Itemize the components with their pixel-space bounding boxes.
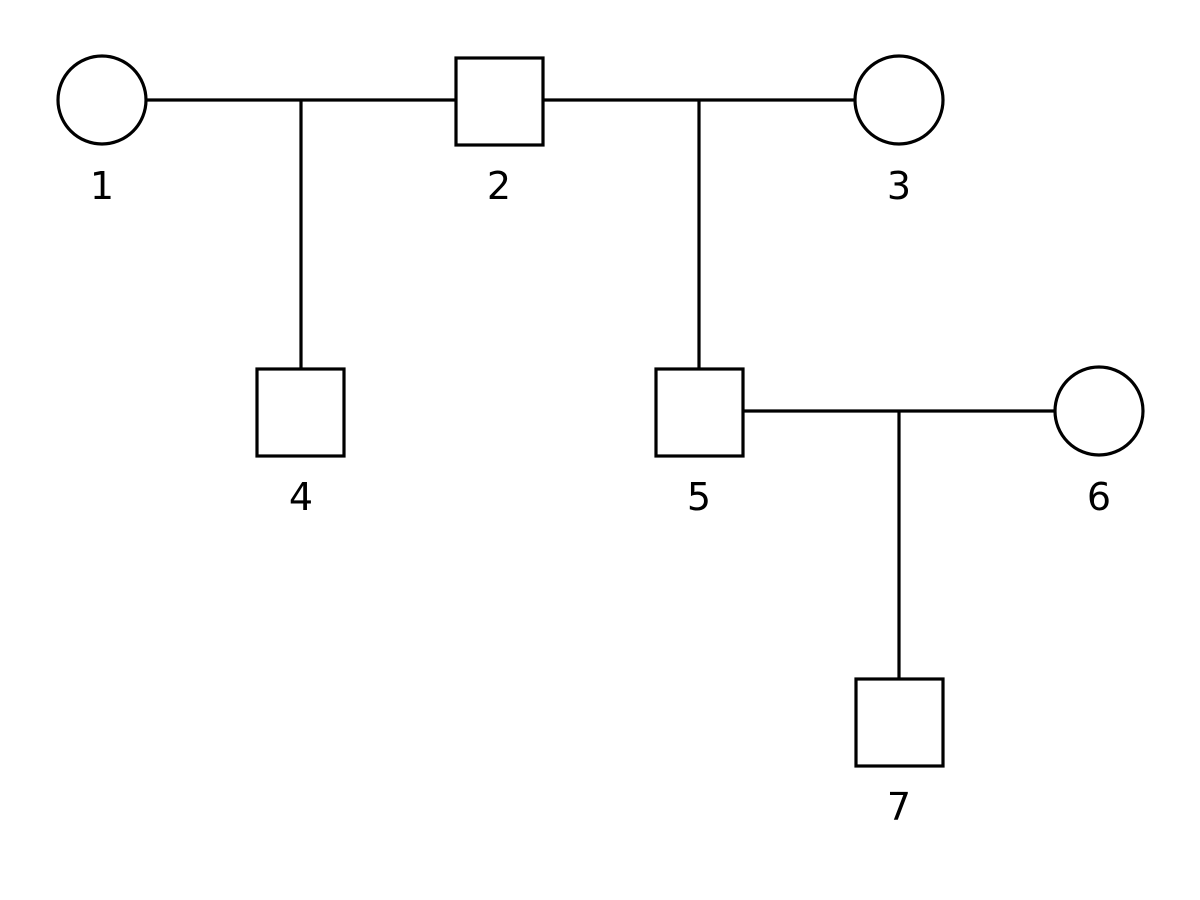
individual-3-label: 3 (887, 164, 911, 208)
individual-1-label: 1 (90, 164, 114, 208)
individual-7-square-icon[interactable] (854, 677, 945, 768)
individual-4-label: 4 (289, 475, 313, 519)
union-lines-group (146, 98, 1055, 679)
individual-2-label: 2 (487, 164, 511, 208)
individual-4-square-icon[interactable] (255, 367, 346, 458)
individual-5-square-icon[interactable] (654, 367, 745, 458)
individual-6-circle-icon[interactable] (1053, 365, 1145, 457)
individual-nodes-group (56, 54, 1145, 768)
individual-3-circle-icon[interactable] (853, 54, 945, 146)
individual-2-square-icon[interactable] (454, 56, 545, 147)
individual-1-circle-icon[interactable] (56, 54, 148, 146)
individual-5-label: 5 (687, 475, 711, 519)
individual-labels-group: 1 2 3 4 5 6 7 (90, 164, 1111, 829)
individual-6-label: 6 (1087, 475, 1111, 519)
individual-7-label: 7 (887, 785, 911, 829)
